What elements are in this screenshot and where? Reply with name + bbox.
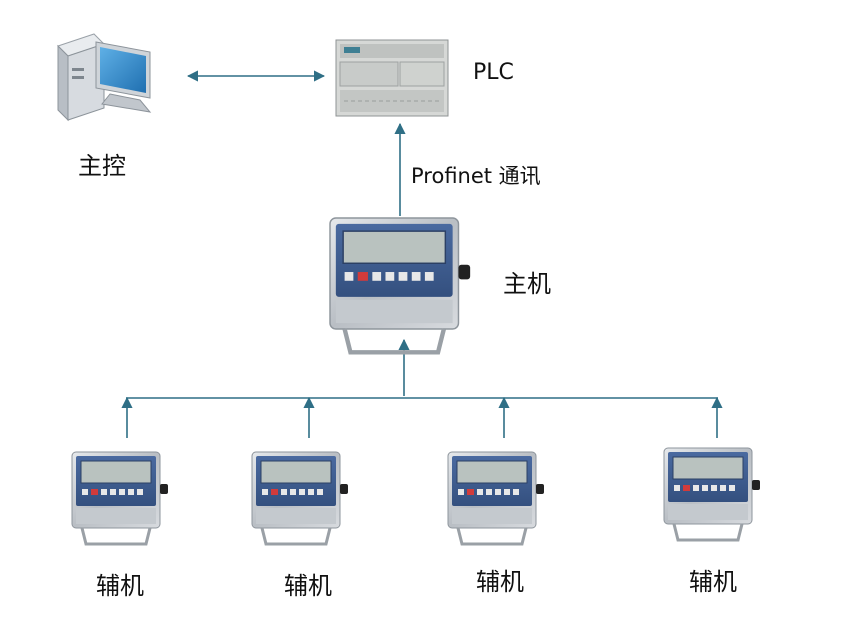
aux-label-4: 辅机 — [689, 568, 737, 596]
profinet-label: Profinet 通讯 — [411, 164, 541, 188]
aux-indicator-4 — [662, 446, 762, 542]
aux-label-1: 辅机 — [96, 572, 144, 600]
aux-label-3: 辅机 — [476, 568, 524, 596]
plc-label: PLC — [473, 60, 514, 85]
aux-indicator-2 — [250, 450, 350, 546]
desktop-computer-icon — [57, 33, 152, 122]
aux-label-2: 辅机 — [284, 572, 332, 600]
plc-module-icon — [335, 39, 449, 117]
master-control-label: 主控 — [78, 152, 126, 180]
host-label: 主机 — [503, 270, 551, 298]
aux-indicator-1 — [70, 450, 170, 546]
weighing-indicator-icon — [330, 218, 470, 352]
aux-indicator-3 — [446, 450, 546, 546]
